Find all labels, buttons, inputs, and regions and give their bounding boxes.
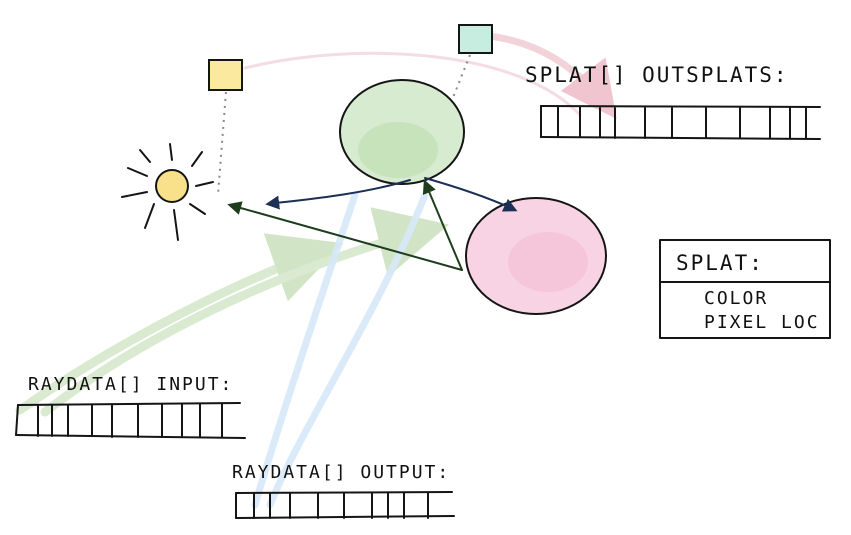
secondary-rays <box>227 179 463 271</box>
raydata-input-array <box>15 402 246 439</box>
pink-sphere <box>465 197 607 315</box>
splat-field-pixel-loc: PIXEL LOC <box>704 312 820 333</box>
outsplats-array <box>540 105 821 140</box>
splat-struct-box <box>659 239 831 339</box>
yellow-sample-square <box>208 59 243 91</box>
shadow-splat-trail <box>243 51 582 117</box>
input-ray-trails <box>15 207 449 417</box>
teal-sample-square <box>458 24 493 54</box>
green-sphere <box>339 79 465 185</box>
outsplats-label: SPLAT[] OUTSPLATS: <box>525 63 789 87</box>
raydata-input-label: RAYDATA[] INPUT: <box>28 374 233 395</box>
splat-output-trail <box>476 31 617 119</box>
raydata-output-array <box>235 491 455 519</box>
output-ray-trails <box>251 191 429 509</box>
shadow-ray-dotted <box>217 91 227 196</box>
splat-struct-title: SPLAT: <box>676 251 764 275</box>
sun-light-icon <box>121 143 214 241</box>
raydata-output-label: RAYDATA[] OUTPUT: <box>232 462 450 483</box>
splat-field-color: COLOR <box>704 288 768 309</box>
reflection-rays <box>265 177 518 212</box>
